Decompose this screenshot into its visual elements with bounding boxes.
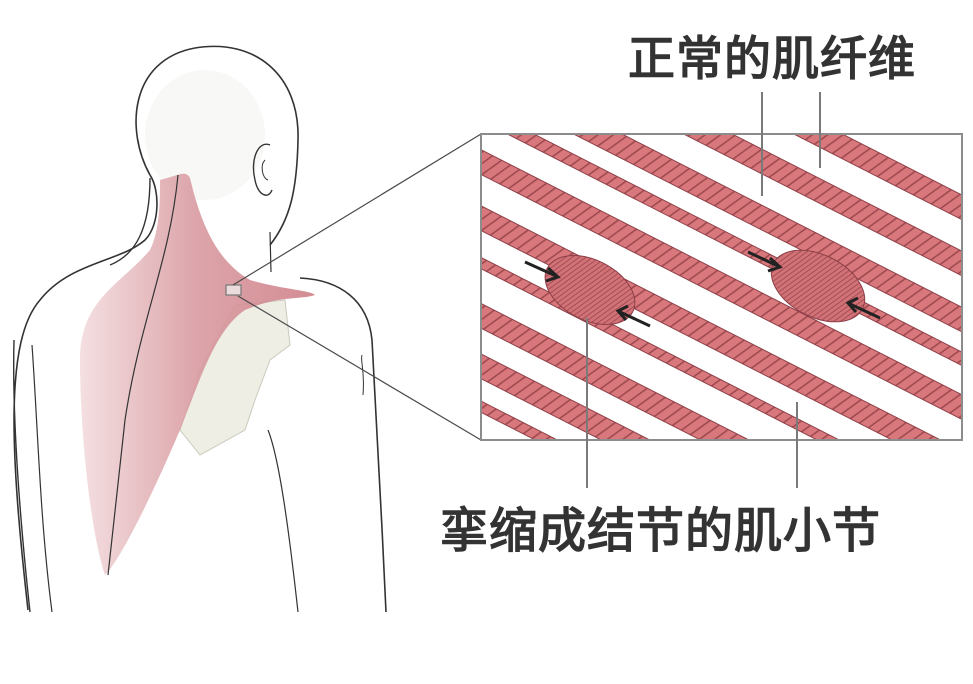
arrow-in-icon [747,250,779,268]
arrow-in-icon [619,310,651,328]
human-figure [12,45,387,613]
contraction-knot-1 [524,255,651,328]
region-marker [225,284,242,296]
contraction-knot-2 [747,249,881,323]
leader-lines [586,92,821,488]
zoom-projection-lines [232,133,482,441]
inset-border [480,133,963,441]
head-outline [135,45,299,246]
trapezius-muscle [80,173,315,575]
label-contracted-sarcomere-knot: 挛缩成结节的肌小节 [440,503,882,559]
torso-outline [13,174,158,611]
fiber-inset [480,133,963,441]
label-normal-muscle-fibers: 正常的肌纤维 [628,32,916,87]
arrow-in-icon [849,302,881,320]
ear [252,143,273,196]
arrow-in-icon [524,260,557,278]
